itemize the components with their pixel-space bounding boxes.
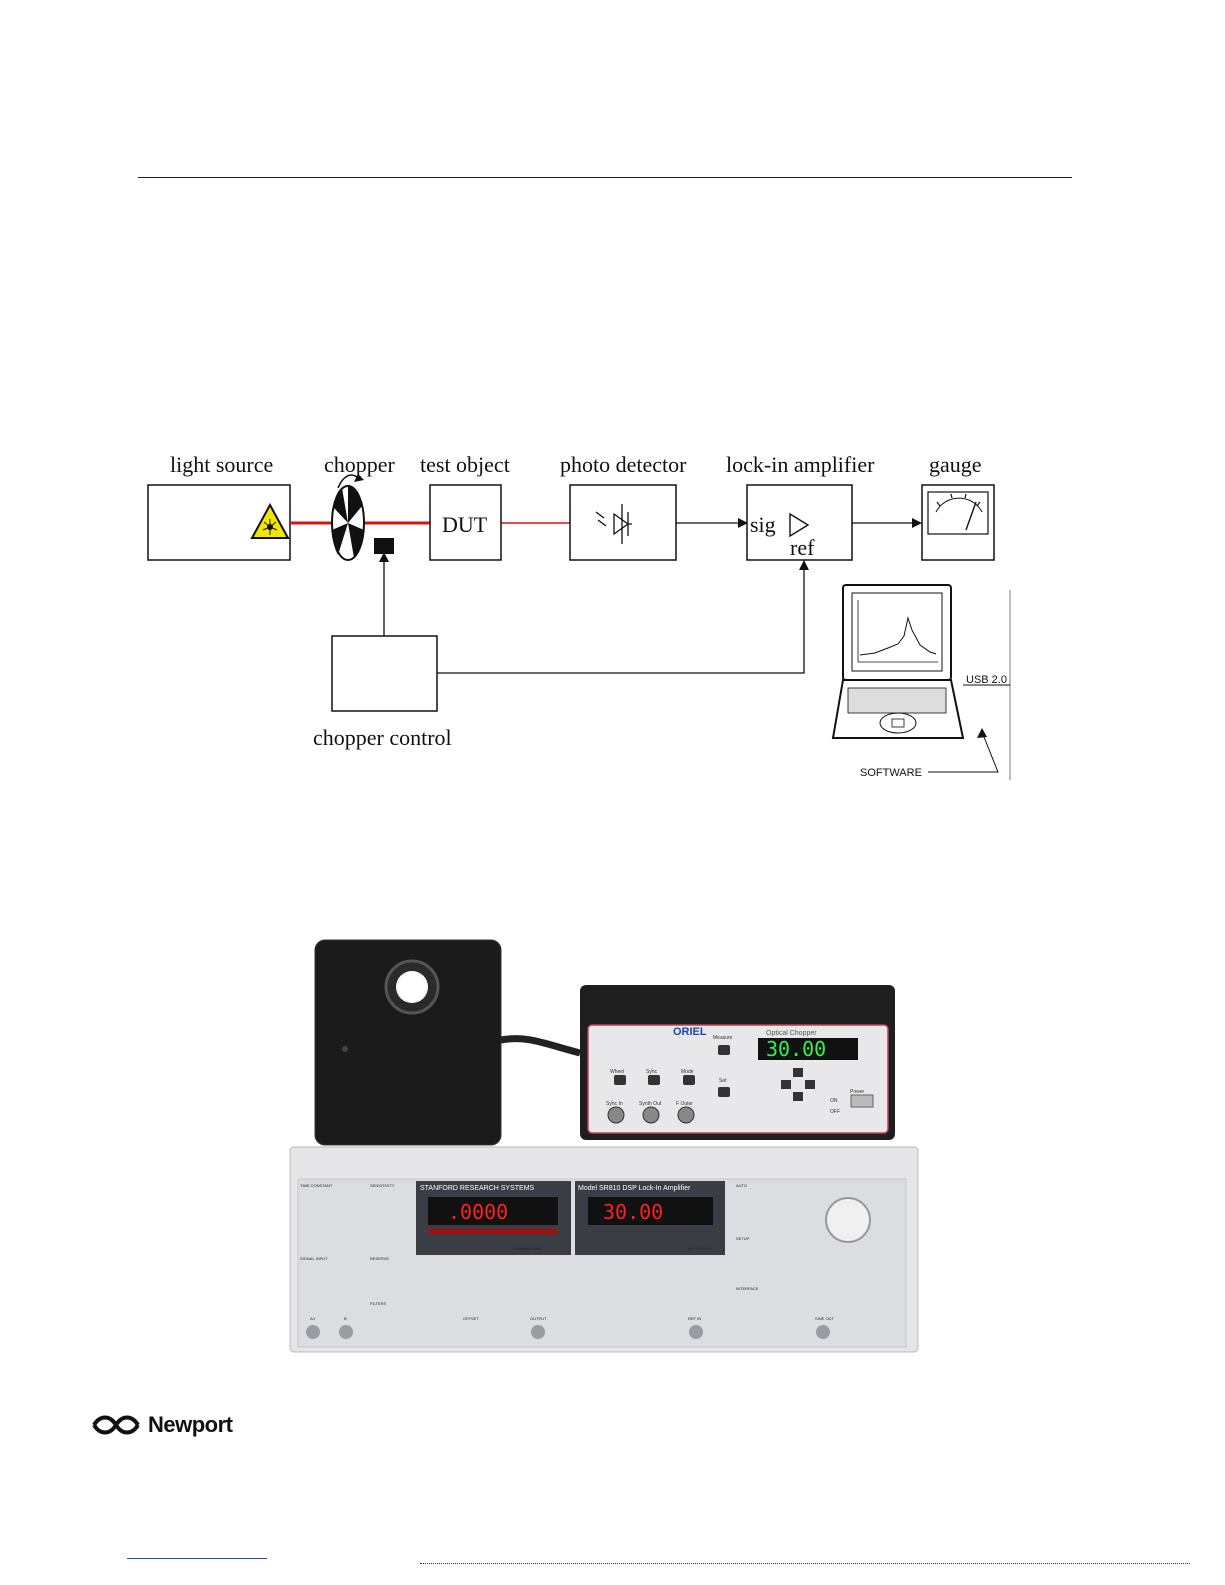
set-button-label: Set (719, 1078, 727, 1084)
footer-rule (420, 1563, 1190, 1564)
chopper-display: 30.00 (766, 1037, 826, 1061)
label-chopper-control: chopper control (313, 725, 452, 750)
power-label: Power (850, 1089, 865, 1095)
lockin-display-left: .0000 (448, 1200, 508, 1224)
photodiode-icon (595, 504, 632, 544)
ref-in-label: REF IN (688, 1316, 701, 1321)
sig-label: sig (750, 512, 776, 537)
chopper-sensor (374, 538, 394, 554)
footer-link-underline (127, 1558, 267, 1559)
header-rule (138, 177, 1072, 178)
optical-chopper-title: Optical Chopper (766, 1030, 817, 1037)
f-outer-label: F Outer (676, 1101, 693, 1107)
measure-button-label: Measure (713, 1035, 733, 1041)
output-label: OUTPUT (530, 1316, 547, 1321)
channel-one-label: CHANNEL ONE (513, 1246, 542, 1251)
chopper-head-image (314, 939, 581, 1146)
srs-brand: STANFORD RESEARCH SYSTEMS (420, 1185, 535, 1192)
laser-warning-icon (250, 502, 290, 539)
label-lock-in-amplifier: lock-in amplifier (726, 452, 875, 477)
wheel-button-label: Wheel (610, 1069, 624, 1075)
lock-in-amplifier-image: STANFORD RESEARCH SYSTEMS Model SR810 DS… (289, 1146, 919, 1353)
model-label: Model SR810 DSP Lock-In Amplifier (578, 1185, 691, 1192)
chopper-control-box (331, 635, 438, 712)
label-light-source: light source (170, 452, 273, 477)
sync-button-label: Sync (646, 1069, 658, 1075)
filters-label: FILTERS (370, 1301, 386, 1306)
photo-detector-box (569, 484, 677, 561)
ref-label: ref (790, 535, 815, 560)
chopper-wheel-icon (331, 474, 365, 561)
usb-label: USB 2.0 (966, 674, 1007, 686)
setup-label: SETUP (736, 1236, 750, 1241)
label-gauge: gauge (929, 452, 982, 477)
equipment-photo: ORIEL Optical Chopper 30.00 Wheel Sync M… (289, 939, 919, 1353)
auto-label: AUTO (736, 1183, 747, 1188)
off-label: OFF (830, 1109, 840, 1115)
label-photo-detector: photo detector (560, 452, 687, 477)
synth-out-label: Synth Out (639, 1101, 662, 1107)
label-chopper: chopper (324, 452, 396, 477)
interface-label: INTERFACE (736, 1286, 759, 1291)
b-input-label: B (344, 1316, 347, 1321)
reserve-label: RESERVE (370, 1256, 389, 1261)
newport-logo: Newport (90, 1412, 270, 1438)
chopper-controller-image: ORIEL Optical Chopper 30.00 Wheel Sync M… (580, 985, 895, 1140)
mode-button-label: Mode (681, 1069, 694, 1075)
offset-label: OFFSET (463, 1316, 479, 1321)
laptop-icon (831, 584, 965, 739)
newport-logo-mark-icon (92, 1415, 140, 1435)
oriel-logo: ORIEL (673, 1026, 707, 1038)
reference-label: REFERENCE (688, 1246, 713, 1251)
ai-input-label: A/I (310, 1316, 315, 1321)
software-label: SOFTWARE (860, 767, 922, 779)
signal-input-label: SIGNAL INPUT (300, 1256, 328, 1261)
lock-in-measurement-diagram: light source chopper test object photo d… (147, 452, 1011, 780)
on-label: ON (830, 1098, 838, 1104)
time-constant-label: TIME CONSTANT (300, 1183, 333, 1188)
sine-out-label: SINE OUT (815, 1316, 834, 1321)
dut-label: DUT (442, 512, 488, 537)
newport-logo-text: Newport (148, 1412, 233, 1437)
label-test-object: test object (420, 452, 510, 477)
sync-in-label: Sync In (606, 1101, 623, 1107)
gauge-meter-icon (927, 491, 989, 535)
dut-box (429, 484, 502, 561)
sensitivity-label: SENSITIVITY (370, 1183, 395, 1188)
lockin-display-right: 30.00 (603, 1200, 663, 1224)
